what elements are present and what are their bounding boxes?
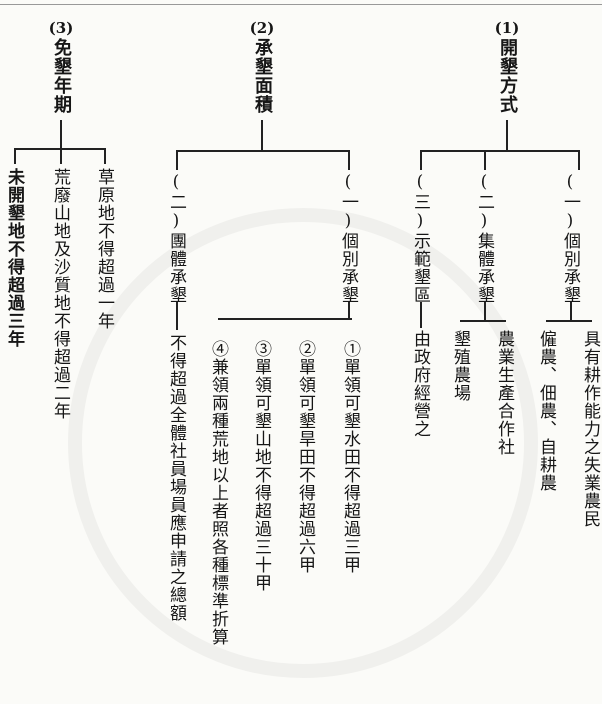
s3-grassland-detail: 草原地不得超過一年 <box>94 168 114 330</box>
section-1-drop-2 <box>484 150 486 170</box>
s1-collective-detail-1: 農業生產合作社 <box>494 330 514 456</box>
section-1-branch-bar <box>420 150 580 152</box>
s1-individual-detail-1: 具有耕作能力之失業農民 <box>580 330 600 528</box>
s1-individual-label: (一)個別承墾 <box>560 172 580 304</box>
section-2-branch-bar <box>176 150 350 152</box>
section-1-title: 開墾方式 <box>497 38 518 114</box>
top-rule <box>0 4 602 5</box>
s2-individual-detail-2: ②單領可墾旱田不得超過六甲 <box>295 340 315 574</box>
s1-individual-stem <box>570 302 572 320</box>
s1-collective-stem <box>484 302 486 320</box>
s2-individual-label: (一)個別承墾 <box>338 172 358 304</box>
section-1-drop-1 <box>578 150 580 170</box>
s1-demo-stem <box>420 302 422 328</box>
section-3-drop-3 <box>14 148 16 164</box>
s2-group-label: (二)團體承墾 <box>166 172 186 304</box>
s3-wasteland-detail: 荒廢山地及沙質地不得超過二年 <box>50 168 70 420</box>
section-2-drop-2 <box>176 150 178 170</box>
s2-individual-detail-3: ③單領可墾山地不得超過三十甲 <box>251 340 271 592</box>
section-2-drop-1 <box>348 150 350 170</box>
s1-individual-detail-2: 僱農、佃農、自耕農 <box>536 330 556 492</box>
s1-demo-detail: 由政府經營之 <box>410 330 430 438</box>
s1-individual-bar <box>546 320 592 322</box>
section-3-number: (3) <box>48 19 74 37</box>
s1-collective-detail-2: 墾殖農場 <box>450 330 470 402</box>
s2-individual-stem <box>348 302 350 318</box>
section-2-title: 承墾面積 <box>252 38 273 114</box>
s2-individual-detail-1: ①單領可墾水田不得超過三甲 <box>340 340 360 574</box>
s2-individual-bar <box>218 318 352 320</box>
s2-individual-detail-4: ④兼領兩種荒地以上者照各種標準折算 <box>208 340 228 646</box>
section-3-drop-2 <box>60 148 62 164</box>
s2-group-detail: 不得超過全體社員場員應申請之總額 <box>166 334 186 622</box>
s1-collective-label: (二)集體承墾 <box>474 172 494 304</box>
s2-group-stem <box>176 302 178 330</box>
section-3-stem <box>60 120 62 148</box>
s1-demo-label: (三)示範墾區 <box>410 172 430 304</box>
section-1-drop-3 <box>420 150 422 170</box>
section-1-number: (1) <box>494 19 520 37</box>
section-3-title: 免墾年期 <box>51 38 72 114</box>
section-2-stem <box>261 120 263 150</box>
section-2-number: (2) <box>249 19 275 37</box>
s3-unreclaimed-detail: 未開墾地不得超過三年 <box>4 168 24 348</box>
section-3-drop-1 <box>104 148 106 164</box>
section-1-stem <box>506 120 508 150</box>
s1-collective-bar <box>460 320 506 322</box>
